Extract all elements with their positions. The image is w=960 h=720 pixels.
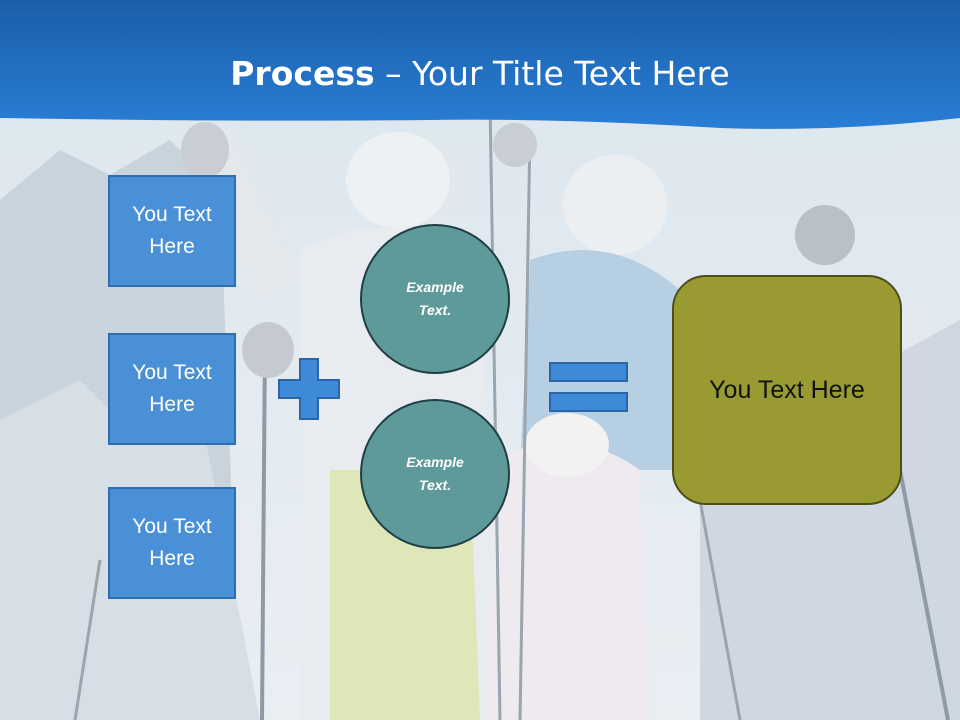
title-bold: Process: [230, 54, 375, 93]
input-box-1: You Text Here: [108, 175, 236, 287]
plus-icon: [278, 358, 340, 420]
slide-title: Process – Your Title Text Here: [0, 52, 960, 96]
input-box-label: You Text Here: [132, 515, 212, 570]
input-box-label: You Text Here: [132, 203, 212, 258]
input-box-label: You Text Here: [132, 361, 212, 416]
circle-label: Example Text.: [406, 279, 464, 318]
title-rest: – Your Title Text Here: [374, 54, 730, 93]
input-box-2: You Text Here: [108, 333, 236, 445]
result-box: You Text Here: [672, 275, 902, 505]
example-circle-1: Example Text.: [360, 224, 510, 374]
input-box-3: You Text Here: [108, 487, 236, 599]
circle-label: Example Text.: [406, 454, 464, 493]
result-label: You Text Here: [709, 375, 865, 404]
header-band: [0, 0, 960, 129]
equals-icon: [549, 362, 628, 412]
example-circle-2: Example Text.: [360, 399, 510, 549]
